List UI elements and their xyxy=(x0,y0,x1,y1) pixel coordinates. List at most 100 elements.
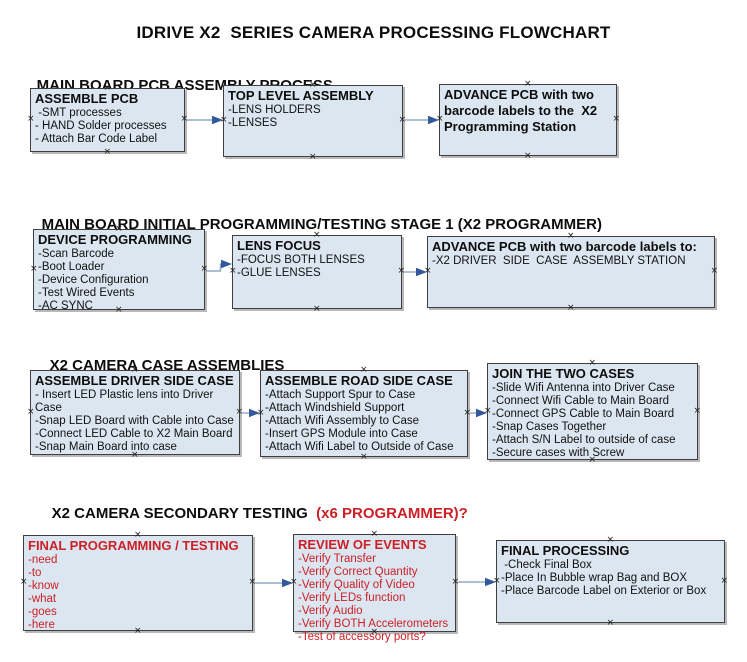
box-item-line: -SMT processes xyxy=(35,107,122,119)
box-item-line: -need xyxy=(28,554,58,566)
box-items: - Insert LED Plastic lens into Driver Ca… xyxy=(35,389,236,454)
box-item-line: -AC SYNC xyxy=(38,300,93,312)
flow-box-top-level-assembly: TOP LEVEL ASSEMBLY -LENS HOLDERS-LENSES … xyxy=(220,81,406,162)
box-items: -Slide Wifi Antenna into Driver Case-Con… xyxy=(492,382,694,460)
connection-point-icon: × xyxy=(524,151,532,161)
connection-point-icon: × xyxy=(398,115,406,125)
box-title: JOIN THE TWO CASES xyxy=(492,366,635,381)
connection-point-icon: × xyxy=(229,266,237,276)
connector-arrow xyxy=(457,577,496,587)
page-title: IDRIVE X2 SERIES CAMERA PROCESSING FLOWC… xyxy=(136,23,611,42)
flow-box-join-the-two-cases: JOIN THE TWO CASES -Slide Wifi Antenna i… xyxy=(484,359,701,465)
box-item-line: -X2 DRIVER SIDE CASE ASSEMBLY STATION xyxy=(432,255,686,267)
connection-point-icon: × xyxy=(27,406,35,417)
box-item-line: -LENSES xyxy=(228,117,278,129)
flow-box-assemble-road-side-case: ASSEMBLE ROAD SIDE CASE -Attach Support … xyxy=(257,366,471,462)
connection-point-icon: × xyxy=(200,263,208,274)
connection-point-icon: × xyxy=(567,303,575,313)
box-item-line: -Connect LED Cable to X2 Main Board xyxy=(35,428,233,440)
flow-box-advance-pcb-programming-station: ADVANCE PCB with two barcode labels to t… xyxy=(436,80,620,161)
connection-point-icon: × xyxy=(180,114,188,124)
box-items: -Check Final Box-Place In Bubble wrap Ba… xyxy=(501,559,721,598)
box-title: ADVANCE PCB with two barcode labels to: xyxy=(432,239,697,254)
box-item-line: -GLUE LENSES xyxy=(237,267,321,279)
box-item-line: -Snap Cases Together xyxy=(492,421,607,433)
box-item-line: -to xyxy=(28,567,42,579)
connection-point-icon: × xyxy=(27,114,35,124)
box-title: ASSEMBLE PCB xyxy=(35,91,139,106)
box-item-line: -Place In Bubble wrap Bag and BOX xyxy=(501,572,688,584)
box-item-line: -Verify BOTH Accelerometers xyxy=(298,618,449,630)
flow-box-advance-pcb-driver-side-station: ADVANCE PCB with two barcode labels to: … xyxy=(424,232,718,313)
connection-point-icon: × xyxy=(397,266,405,276)
section-heading-text: MAIN BOARD INITIAL PROGRAMMING/TESTING S… xyxy=(41,216,602,233)
box-item-line: -Attach Wifi Label to Outside of Case xyxy=(265,441,454,453)
connection-point-icon: × xyxy=(484,405,492,416)
connection-point-icon: × xyxy=(248,577,256,587)
connection-point-icon: × xyxy=(220,115,228,125)
box-item-line: -Check Final Box xyxy=(501,559,592,571)
connection-point-icon: × xyxy=(257,407,265,418)
box-item-line: -Boot Loader xyxy=(38,261,105,273)
box-item-line: -Test of accessory ports? xyxy=(298,631,426,643)
box-item-line: -Snap LED Board with Cable into Case xyxy=(35,415,234,427)
box-title: DEVICE PROGRAMMING xyxy=(38,232,192,247)
box-item-line: -Verify Quality of Video xyxy=(298,579,415,591)
connector-arrow xyxy=(404,115,439,125)
connection-point-icon: × xyxy=(30,263,38,274)
box-item-line: -FOCUS BOTH LENSES xyxy=(237,254,365,266)
connector-arrow xyxy=(206,259,232,272)
connection-point-icon: × xyxy=(493,575,501,586)
flow-box-final-programming-testing: FINAL PROGRAMMING / TESTING -need-to-kno… xyxy=(20,531,256,636)
connection-point-icon: × xyxy=(313,304,321,314)
box-items: -LENS HOLDERS-LENSES xyxy=(228,104,399,130)
box-item-line: - HAND Solder processes xyxy=(35,120,167,132)
box-items: -X2 DRIVER SIDE CASE ASSEMBLY STATION xyxy=(432,255,711,268)
connection-point-icon: × xyxy=(720,575,728,586)
connector-arrow xyxy=(404,267,427,277)
box-item-line: - Attach Bar Code Label xyxy=(35,133,158,145)
box-title: FINAL PROGRAMMING / TESTING xyxy=(28,538,239,553)
box-item-line: -Connect Wifi Cable to Main Board xyxy=(492,395,670,407)
connection-point-icon: × xyxy=(606,618,615,628)
box-item-line: -Attach S/N Label to outside of case xyxy=(492,434,676,446)
box-item-line: -Verify LEDs function xyxy=(298,592,406,604)
box-items: -FOCUS BOTH LENSES-GLUE LENSES xyxy=(237,254,398,280)
box-item-line: -Connect GPS Cable to Main Board xyxy=(492,408,675,420)
box-item-line: -Test Wired Events xyxy=(38,287,135,299)
box-items: -SMT processes- HAND Solder processes- A… xyxy=(35,107,181,146)
connection-point-icon: × xyxy=(103,147,112,157)
box-items: -Scan Barcode-Boot Loader-Device Configu… xyxy=(38,248,201,313)
box-item-line: -Attach Support Spur to Case xyxy=(265,389,416,401)
box-item-line: -Place Barcode Label on Exterior or Box xyxy=(501,585,707,597)
connection-point-icon: × xyxy=(290,577,298,587)
connection-point-icon: × xyxy=(451,577,459,587)
section-heading-text: X2 CAMERA SECONDARY TESTING xyxy=(51,505,312,522)
box-item-line: -Attach Wifi Assembly to Case xyxy=(265,415,420,427)
box-item-line: - Insert LED Plastic lens into Driver Ca… xyxy=(35,389,217,414)
connector-arrow xyxy=(255,578,293,588)
box-item-line: -Slide Wifi Antenna into Driver Case xyxy=(492,382,675,394)
box-item-line: -Scan Barcode xyxy=(38,248,115,260)
box-title: REVIEW OF EVENTS xyxy=(298,537,427,552)
box-item-line: -Verify Correct Quantity xyxy=(298,566,418,578)
box-item-line: -Attach Windshield Support xyxy=(265,402,405,414)
connection-point-icon: × xyxy=(20,577,28,587)
connection-point-icon: × xyxy=(360,452,368,462)
box-item-line: -what xyxy=(28,593,57,605)
section-heading-initial-programming: MAIN BOARD INITIAL PROGRAMMING/TESTING S… xyxy=(25,199,602,250)
box-title: ADVANCE PCB with two barcode labels to t… xyxy=(444,87,601,134)
box-title: TOP LEVEL ASSEMBLY xyxy=(228,88,374,103)
section-heading-red-text: (x6 PROGRAMMER)? xyxy=(311,505,468,522)
box-item-line: -Snap Main Board into case xyxy=(35,441,177,453)
connector-arrow xyxy=(187,115,223,125)
section-heading-case-assemblies: X2 CAMERA CASE ASSEMBLIES xyxy=(33,340,285,391)
box-item-line: -Device Configuration xyxy=(38,274,149,286)
box-item-line: -goes xyxy=(28,606,57,618)
connection-point-icon: × xyxy=(693,405,701,416)
connection-point-icon: × xyxy=(424,266,432,276)
box-title: LENS FOCUS xyxy=(237,238,321,253)
connector-arrow xyxy=(470,408,487,418)
box-item-line: -Insert GPS Module into Case xyxy=(265,428,418,440)
